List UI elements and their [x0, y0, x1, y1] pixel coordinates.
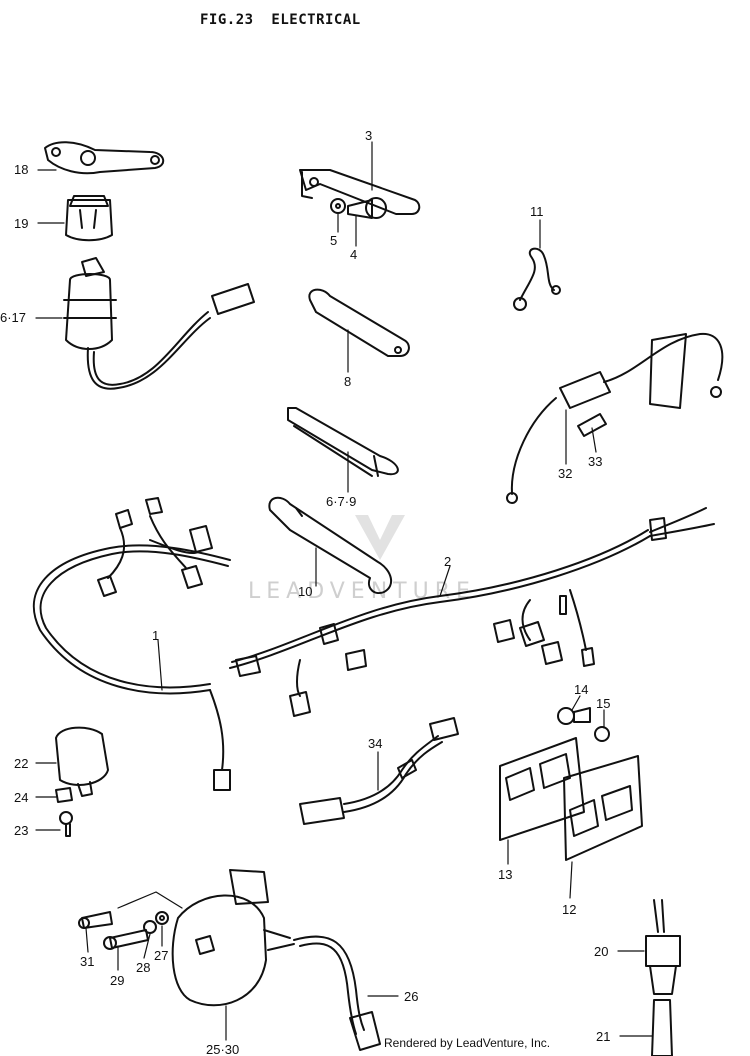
- callout-31: 31: [80, 954, 94, 969]
- callout-10: 10: [298, 584, 312, 599]
- callout-28: 28: [136, 960, 150, 975]
- footer-credit: Rendered by LeadVenture, Inc.: [384, 1036, 551, 1050]
- part-24-nut: [55, 787, 73, 803]
- callout-34: 34: [368, 736, 382, 751]
- callout-14: 14: [574, 682, 588, 697]
- callout-19: 19: [14, 216, 28, 231]
- watermark: LEADVENTURE: [248, 515, 476, 604]
- part-14-screw: [557, 707, 591, 725]
- callout-24: 24: [14, 790, 28, 805]
- part-5-washer: [330, 198, 346, 214]
- callout-11: 11: [530, 204, 544, 219]
- callout-1: 1: [152, 628, 159, 643]
- part-19-nut: [65, 195, 113, 242]
- part-25-30-horn: [171, 869, 381, 1051]
- callout-32: 32: [558, 466, 572, 481]
- callout-8: 8: [344, 374, 351, 389]
- callout-15: 15: [596, 696, 610, 711]
- part-1-2-wire-harness: [32, 497, 715, 791]
- part-28-washer: [143, 920, 157, 934]
- part-29-bolt: [103, 929, 149, 950]
- callout-6-17: 6·17: [0, 310, 26, 325]
- part-18-plate: [44, 141, 165, 175]
- part-32-fuse-holder: [506, 332, 724, 504]
- part-21-sleeve: [651, 999, 673, 1056]
- part-34-sub-harness: [299, 717, 459, 825]
- part-3-bracket: [299, 169, 421, 215]
- callout-23: 23: [14, 823, 28, 838]
- watermark-text: LEADVENTURE: [248, 579, 476, 604]
- callout-13: 13: [498, 867, 512, 882]
- callout-3: 3: [365, 128, 372, 143]
- part-6-7-9-strap: [287, 407, 399, 477]
- callout-2: 2: [444, 554, 451, 569]
- leader-lines: [35, 141, 653, 1041]
- part-13-cover: [499, 737, 585, 841]
- part-33-fuse: [577, 413, 607, 437]
- callout-21: 21: [596, 1029, 610, 1044]
- callout-20: 20: [594, 944, 608, 959]
- part-8-strap: [308, 288, 410, 357]
- part-22-relay-cover: [55, 726, 109, 797]
- callout-4: 4: [350, 247, 357, 262]
- callout-33: 33: [588, 454, 602, 469]
- callout-25-30: 25·30: [206, 1042, 239, 1056]
- callout-12: 12: [562, 902, 576, 917]
- callout-labels: 18 19 6·17 3 5 4 11 8 6·7·9 10 32 33 2 1…: [0, 128, 610, 1056]
- part-15-washer: [594, 726, 610, 742]
- part-10-bracket: [268, 496, 393, 594]
- part-31-bolt: [78, 911, 113, 929]
- callout-18: 18: [14, 162, 28, 177]
- callout-22: 22: [14, 756, 28, 771]
- part-27-washer: [155, 911, 169, 925]
- part-23-screw: [59, 811, 73, 837]
- callout-5: 5: [330, 233, 337, 248]
- part-6-17-ignition-switch: [63, 257, 255, 390]
- part-20-neutral-switch: [645, 899, 681, 995]
- callout-29: 29: [110, 973, 124, 988]
- callout-6-7-9: 6·7·9: [326, 494, 356, 509]
- part-12-cover: [563, 755, 643, 861]
- page-title: FIG.23 ELECTRICAL: [200, 12, 361, 28]
- callout-27: 27: [154, 948, 168, 963]
- part-4-screw: [347, 197, 387, 219]
- part-11-wire-clip: [513, 247, 561, 311]
- callout-26: 26: [404, 989, 418, 1004]
